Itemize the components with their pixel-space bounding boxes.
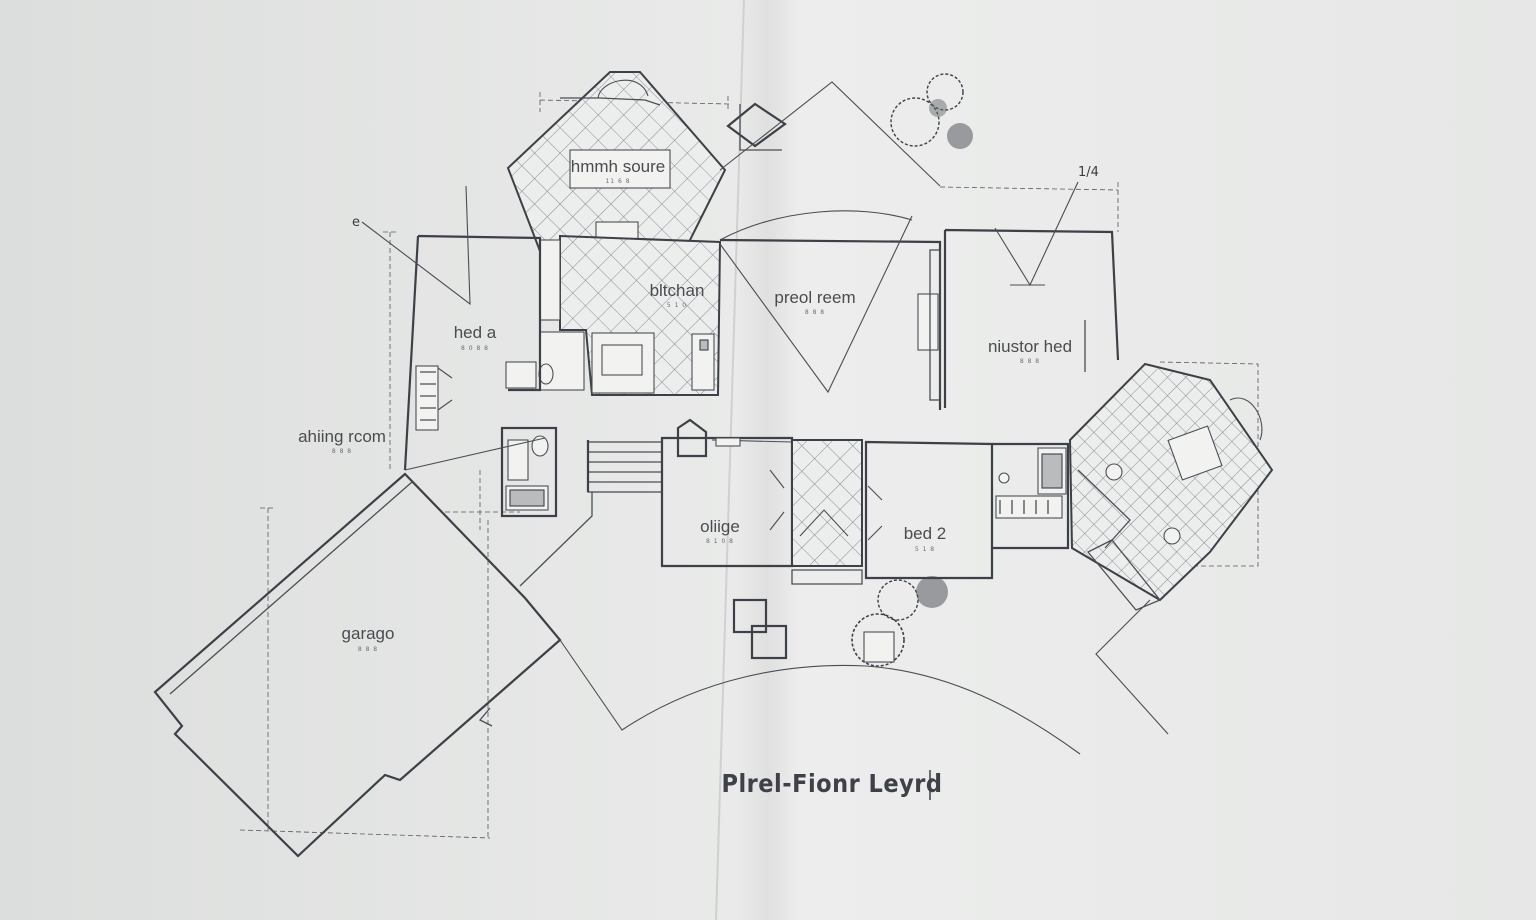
north-mark: 1/4: [1078, 165, 1099, 180]
dining-room-size: 8 8 8: [332, 448, 352, 455]
great-room-size: 8 8 8: [805, 309, 825, 316]
foyer: [791, 439, 863, 585]
office-label: oliige: [700, 517, 740, 536]
driveway: [559, 598, 1169, 755]
corner-mark: e: [352, 215, 360, 230]
bed-2: [864, 440, 1070, 580]
office-size: 8 1 0 8: [706, 538, 734, 545]
great-room: [719, 81, 942, 410]
kitchen-label: bltchan: [650, 281, 705, 300]
master-bed: [943, 181, 1120, 408]
family-room-label: hmmh soure: [571, 157, 665, 176]
tree-cluster-top: [890, 73, 973, 149]
bed-2-size: 5 1 8: [915, 546, 935, 553]
bed-a-label: hed a: [454, 323, 497, 342]
garage: [153, 472, 593, 858]
garage-size: 8 8 8: [358, 646, 378, 653]
dimension-lines: [239, 92, 1259, 839]
master-bed-size: 8 8 8: [1020, 358, 1040, 365]
paper-fold: [715, 0, 745, 920]
master-bed-label: niustor hed: [988, 337, 1072, 356]
tree-cluster-bottom: [851, 576, 948, 667]
bed-a: [361, 185, 542, 471]
hall-bath: [500, 426, 558, 518]
garage-label: garago: [342, 624, 395, 643]
bed-a-size: 8 0 8 8: [461, 345, 489, 352]
kitchen-size: 5 1 0: [667, 302, 687, 309]
dining-room-label: ahiing rcom: [298, 427, 386, 446]
great-room-label: preol reem: [774, 288, 855, 307]
bed-2-label: bed 2: [904, 524, 947, 543]
sheet-caption: Plrel-Fionr Leyrd: [722, 769, 943, 798]
dining-room: [404, 437, 546, 471]
kitchen: [538, 234, 722, 396]
family-room-size: 11 6 8: [605, 178, 630, 185]
master-suite-bath: [1068, 362, 1274, 611]
